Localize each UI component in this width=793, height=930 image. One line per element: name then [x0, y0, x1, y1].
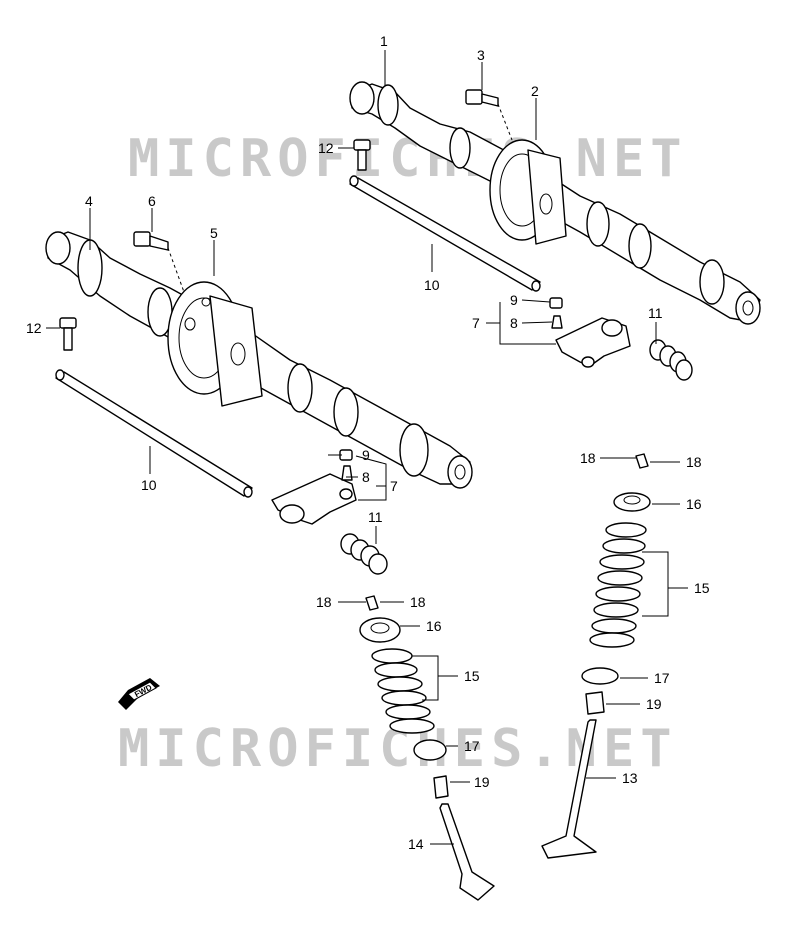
- bolt-12-lower: [59, 317, 77, 351]
- rocker-shaft-lower: [55, 369, 253, 498]
- callout-15-left: 15: [464, 668, 480, 684]
- callout-5: 5: [210, 225, 218, 241]
- fwd-arrow-badge: FWD: [118, 678, 160, 710]
- callout-11-lower: 11: [368, 509, 383, 525]
- bolt-3: [465, 89, 513, 141]
- rocker-shaft-upper: [349, 175, 541, 292]
- callout-9-lower: 9: [362, 447, 370, 463]
- callout-18-right-a: 18: [580, 450, 596, 466]
- rocker-arm-lower: [271, 449, 357, 525]
- callout-15-right: 15: [694, 580, 710, 596]
- callout-10-upper: 10: [424, 277, 440, 293]
- bolt-6: [133, 231, 185, 293]
- callout-13: 13: [622, 770, 638, 786]
- callout-8-lower: 8: [362, 469, 370, 485]
- callout-labels: 1 3 2 12 4 6 5 12 10 9 8 7 11 10 9 8 7 1…: [26, 33, 710, 852]
- callout-6: 6: [148, 193, 156, 209]
- callout-7-lower: 7: [390, 478, 398, 494]
- callout-16-left: 16: [426, 618, 442, 634]
- spring-11-lower: [340, 533, 388, 575]
- callout-14: 14: [408, 836, 424, 852]
- bolt-12-upper: [353, 139, 371, 171]
- valve-assembly-left: [359, 595, 495, 901]
- callout-18-right-b: 18: [686, 454, 702, 470]
- callout-19-right: 19: [646, 696, 662, 712]
- valve-spring-right: [589, 522, 647, 648]
- callout-18-left-a: 18: [316, 594, 332, 610]
- callout-12-lower: 12: [26, 320, 42, 336]
- callout-16-right: 16: [686, 496, 702, 512]
- callout-17-right: 17: [654, 670, 670, 686]
- camshaft-lower: [45, 231, 473, 489]
- callout-19-left: 19: [474, 774, 490, 790]
- callout-9-upper: 9: [510, 292, 518, 308]
- valve-assembly-right: [541, 453, 651, 859]
- callout-11-upper: 11: [648, 305, 663, 321]
- valve-spring-left: [371, 648, 435, 734]
- callout-10-lower: 10: [141, 477, 157, 493]
- callout-12-upper: 12: [318, 140, 334, 156]
- callout-8-upper: 8: [510, 315, 518, 331]
- callout-7-upper: 7: [472, 315, 480, 331]
- callout-17-left: 17: [464, 738, 480, 754]
- leader-lines: [46, 50, 688, 845]
- callout-3: 3: [477, 47, 485, 63]
- watermark-top: MICROFICHES.NET: [128, 129, 688, 189]
- rocker-arm-upper: [549, 297, 631, 368]
- sprocket-upper: [489, 139, 567, 245]
- callout-1: 1: [380, 33, 388, 49]
- sprocket-lower: [167, 281, 263, 407]
- spring-11-upper: [649, 339, 693, 381]
- callout-2: 2: [531, 83, 539, 99]
- callout-4: 4: [85, 193, 93, 209]
- callout-18-left-b: 18: [410, 594, 426, 610]
